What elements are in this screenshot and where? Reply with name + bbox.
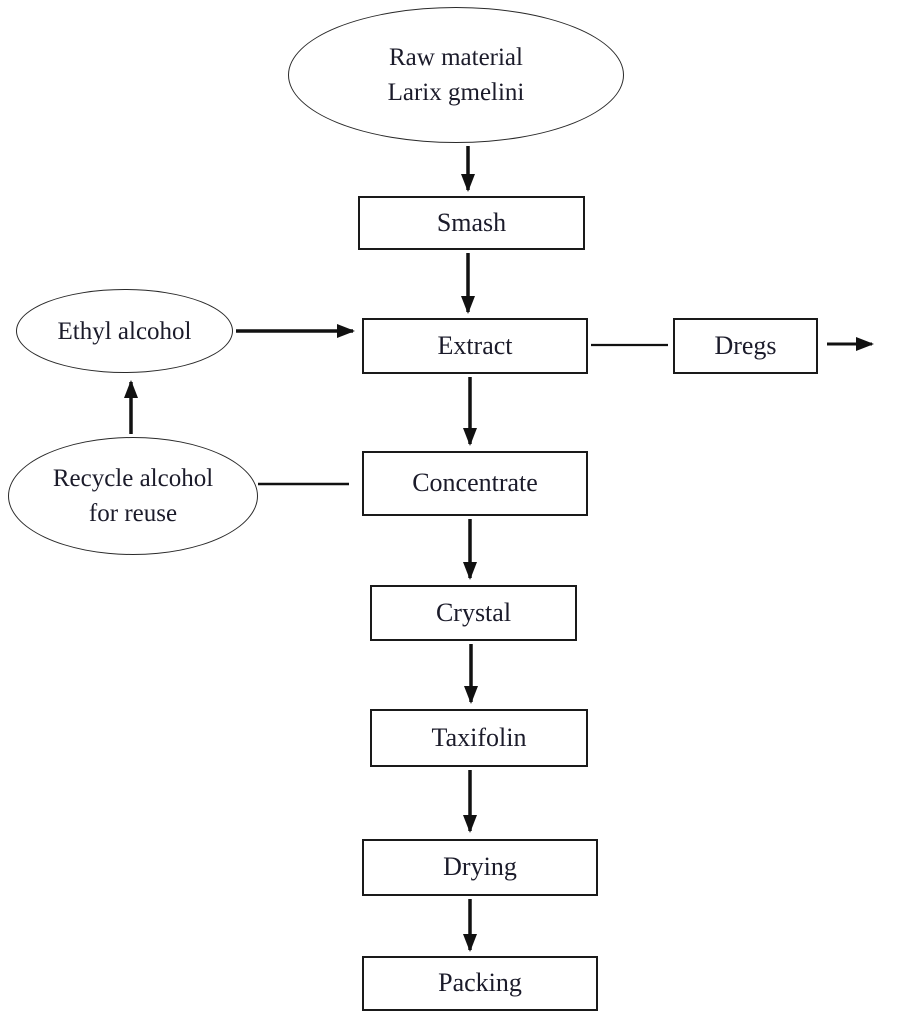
node-crystal-label: Crystal	[435, 597, 512, 627]
node-drying: Drying	[362, 839, 598, 896]
node-recycle-alcohol-line2: for reuse	[88, 500, 178, 527]
node-smash-label: Smash	[436, 207, 507, 237]
node-raw-material-line1: Raw material	[389, 44, 523, 71]
node-extract: Extract	[362, 318, 588, 374]
node-concentrate: Concentrate	[362, 451, 588, 516]
node-extract-label: Extract	[437, 330, 513, 360]
node-drying-label: Drying	[443, 852, 517, 882]
node-packing: Packing	[362, 956, 598, 1011]
node-packing-label: Packing	[438, 968, 522, 998]
node-taxifolin-label: Taxifolin	[431, 722, 527, 752]
node-dregs-label: Dregs	[714, 330, 777, 360]
node-raw-material-line2: Larix gmelini	[387, 79, 525, 106]
node-dregs: Dregs	[673, 318, 818, 374]
node-concentrate-label: Concentrate	[412, 468, 538, 498]
node-raw-material: Raw material Larix gmelini	[288, 7, 624, 143]
node-recycle-alcohol: Recycle alcohol for reuse	[8, 437, 258, 555]
node-crystal: Crystal	[370, 585, 577, 641]
node-smash: Smash	[358, 196, 585, 250]
node-taxifolin: Taxifolin	[370, 709, 588, 767]
node-ethyl-alcohol: Ethyl alcohol	[16, 289, 233, 373]
node-ethyl-alcohol-label: Ethyl alcohol	[57, 317, 192, 345]
node-recycle-alcohol-line1: Recycle alcohol	[52, 465, 214, 492]
